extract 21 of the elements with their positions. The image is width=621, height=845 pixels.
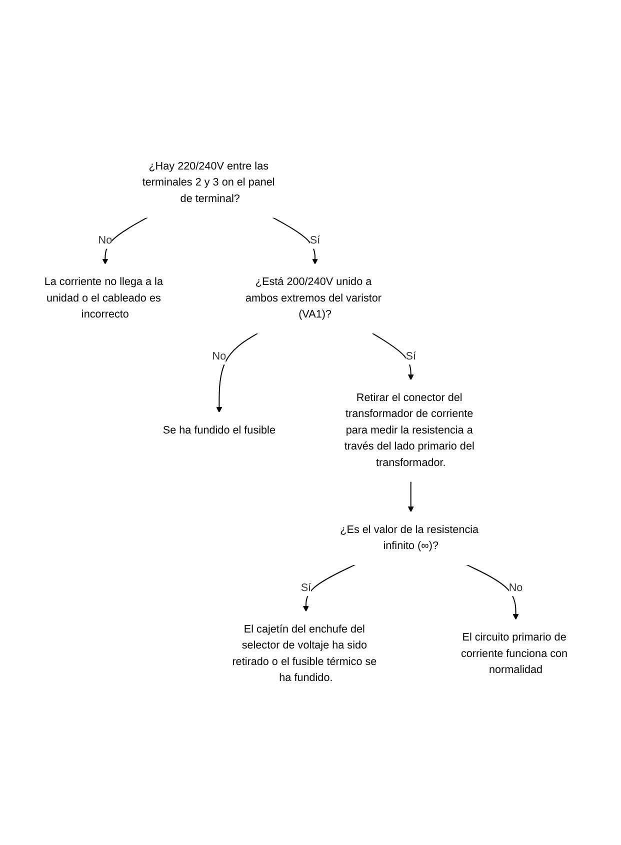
node-text: Se ha fundido el fusible bbox=[162, 424, 276, 436]
node-text: ¿Es el valor de la resistencia infinito (∞)? bbox=[340, 524, 479, 552]
node-text: ¿Hay 220/240V entre las terminales 2 y 3 on el panel de terminal? bbox=[142, 160, 275, 205]
edge-label: Sí bbox=[406, 350, 416, 362]
node-text: El circuito primario de corriente funciona con normalidad bbox=[461, 632, 568, 676]
arrow bbox=[272, 216, 318, 264]
arrow bbox=[372, 332, 414, 380]
node-text: La corriente no llega a la unidad o el cableado es incorrecto bbox=[44, 276, 163, 320]
arrow bbox=[102, 216, 148, 264]
edge-label: No bbox=[508, 582, 523, 594]
edge-label: Sí bbox=[300, 582, 312, 594]
node-text: ¿Está 200/240V unido a ambos extremos del varistor (VA1)? bbox=[246, 276, 382, 320]
edge-label: No bbox=[212, 350, 226, 362]
edge-label: Sí bbox=[310, 234, 320, 246]
arrow bbox=[408, 481, 414, 512]
arrow bbox=[302, 564, 356, 612]
node-text: Retirar el conector del transformador de corriente para medir la resistencia a través del lado primario del transformador. bbox=[344, 392, 474, 469]
arrow bbox=[216, 332, 258, 413]
node-text: El cajetín del enchufe del selector de voltaje ha sido retirado o el fusible térmico se ha fundido. bbox=[232, 624, 377, 684]
edge-label: No bbox=[98, 234, 112, 246]
arrow bbox=[466, 564, 519, 620]
